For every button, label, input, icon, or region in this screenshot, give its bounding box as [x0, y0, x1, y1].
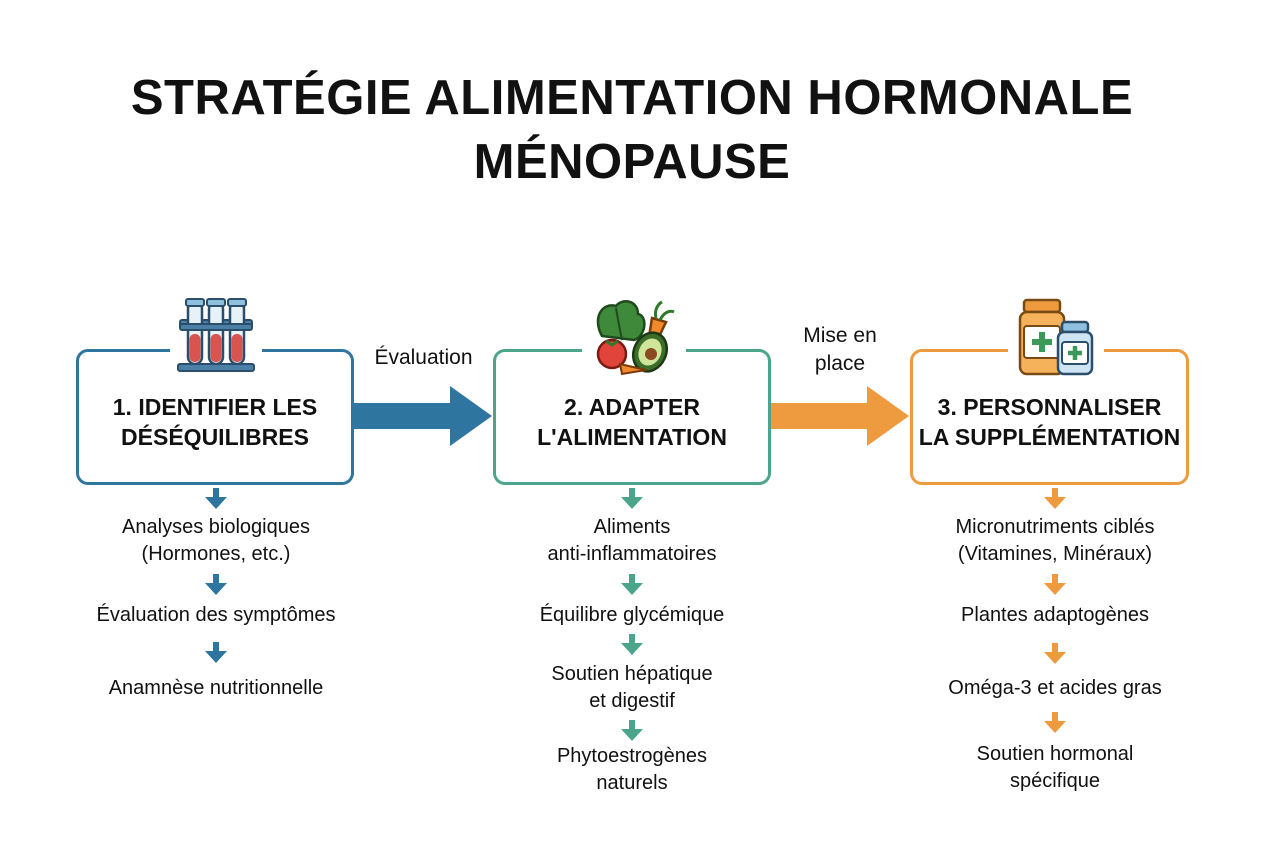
step-2-item-3: Soutien hépatique et digestif	[551, 663, 713, 712]
step-1-item-1: Analyses biologiques (Hormones, etc.)	[122, 516, 310, 565]
vegetables-icon	[582, 296, 686, 383]
down-arrow	[205, 488, 227, 509]
step-2-item-1: Aliments anti-inflammatoires	[547, 516, 717, 565]
step-2-label: 2. ADAPTER L'ALIMENTATION	[537, 394, 727, 450]
supplement-bottles-icon	[1008, 298, 1104, 383]
step-2-box: 2. ADAPTER L'ALIMENTATION	[493, 349, 771, 485]
step-3-box: 3. PERSONNALISER LA SUPPLÉMENTATION	[910, 349, 1189, 485]
step-3-item-4: Soutien hormonal spécifique	[976, 743, 1134, 792]
down-arrow	[205, 642, 227, 663]
down-arrow	[1044, 712, 1066, 733]
test-tubes-icon	[170, 298, 262, 379]
down-arrow	[1044, 574, 1066, 595]
connector-2-arrow	[771, 386, 909, 446]
step-1-label: 1. IDENTIFIER LES DÉSÉQUILIBRES	[112, 394, 318, 450]
title-line-2: MÉNOPAUSE	[473, 135, 791, 189]
down-arrow	[205, 574, 227, 595]
step-2-item-4: Phytoestrogènes naturels	[556, 745, 708, 794]
down-arrow	[621, 720, 643, 741]
step-3-item-3: Oméga-3 et acides gras	[948, 677, 1162, 699]
step-1-item-3: Anamnèse nutritionnelle	[108, 677, 324, 699]
step-3-item-2: Plantes adaptogènes	[961, 604, 1149, 626]
down-arrow	[621, 488, 643, 509]
connector-1-label: Évaluation	[374, 346, 473, 369]
step-3-item-1: Micronutriments ciblés (Vitamines, Minér…	[955, 516, 1155, 565]
step-2-item-2: Équilibre glycémique	[539, 604, 725, 626]
down-arrow	[621, 634, 643, 655]
down-arrow	[1044, 643, 1066, 664]
page-title: STRATÉGIE ALIMENTATION HORMONALE MÉNOPAU…	[0, 66, 1264, 194]
title-line-1: STRATÉGIE ALIMENTATION HORMONALE	[130, 71, 1134, 125]
connector-1-arrow	[354, 386, 492, 446]
down-arrow	[621, 574, 643, 595]
down-arrow	[1044, 488, 1066, 509]
step-3-label: 3. PERSONNALISER LA SUPPLÉMENTATION	[918, 394, 1181, 450]
step-1-item-2: Évaluation des symptômes	[96, 604, 336, 626]
connector-2-label: Mise en place	[803, 324, 877, 375]
